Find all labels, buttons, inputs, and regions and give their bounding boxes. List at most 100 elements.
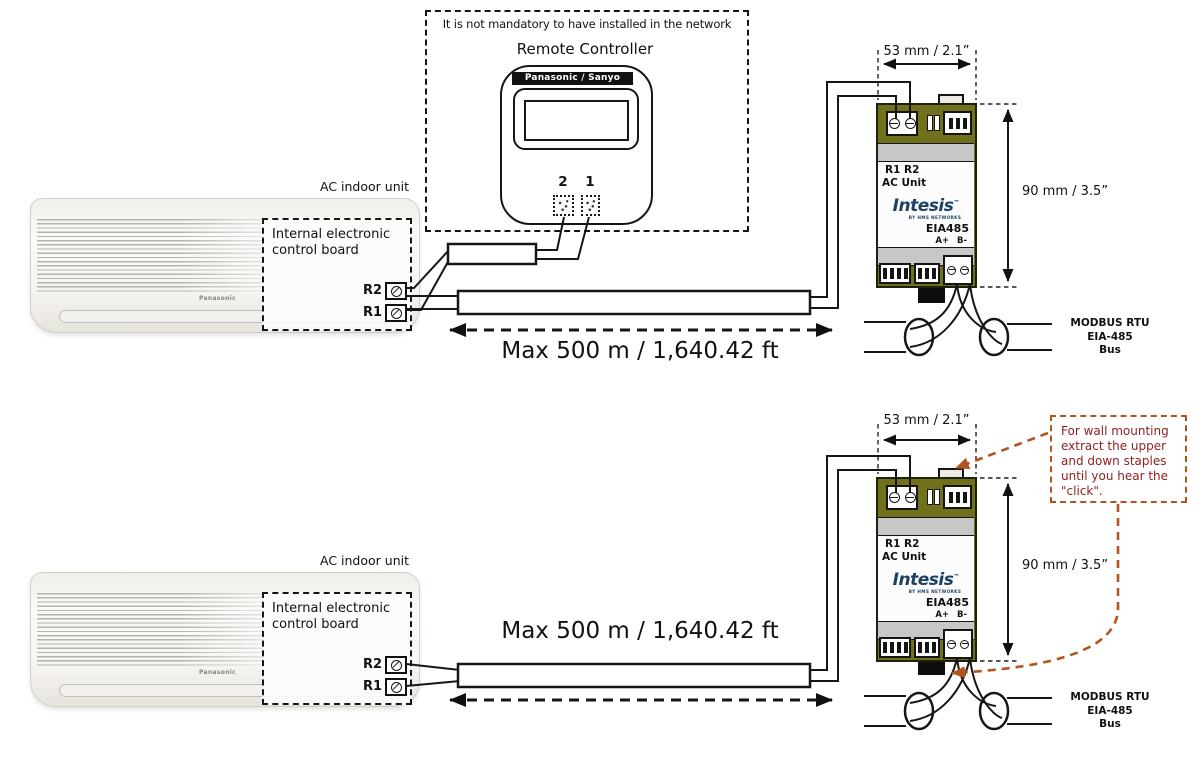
screw-terminal-icon bbox=[888, 118, 900, 129]
device-band bbox=[878, 143, 974, 162]
annotation-line: and down staples bbox=[1061, 453, 1167, 468]
internal-board-label: Internal electronic control board bbox=[272, 227, 391, 259]
connector-icon bbox=[879, 263, 911, 284]
bus-line2: EIA-485 bbox=[1087, 330, 1133, 343]
device-front-panel: R1 R2 AC Unit Intesis™ BY HMS NETWORKS E… bbox=[878, 162, 974, 248]
terminal-block-icon bbox=[943, 255, 973, 285]
ac-indoor-unit-label: AC indoor unit bbox=[320, 179, 409, 194]
connector-icon bbox=[943, 485, 972, 509]
r1-terminal bbox=[385, 304, 407, 322]
annotation-line: until you hear the bbox=[1061, 468, 1169, 483]
remote-controller-title: Remote Controller bbox=[516, 40, 654, 58]
device-pins-label: A+ B- bbox=[935, 236, 967, 246]
r2-terminal bbox=[385, 282, 407, 300]
device-front-panel: R1 R2 AC Unit Intesis™ BY HMS NETWORKS E… bbox=[878, 536, 974, 622]
device-port-label: EIA485 bbox=[925, 222, 969, 235]
ac-brand-label: Panasonic bbox=[199, 295, 236, 302]
screw-terminal-icon bbox=[904, 492, 916, 503]
lower-staple-icon bbox=[918, 287, 945, 303]
cable-sheath-icon bbox=[978, 317, 1010, 357]
terminal-block-icon bbox=[943, 629, 973, 659]
device-pins-label: A+ B- bbox=[935, 610, 967, 620]
r1-terminal-label: R1 bbox=[362, 679, 382, 694]
ac-indoor-unit-label: AC indoor unit bbox=[320, 553, 409, 568]
connector-icon bbox=[943, 111, 972, 135]
height-dimension-label: 90 mm / 3.5” bbox=[1022, 558, 1109, 573]
terminal-block-icon bbox=[886, 111, 918, 136]
logo-tm: ™ bbox=[953, 199, 960, 207]
remote-controller: Panasonic / Sanyo 2 1 bbox=[500, 65, 653, 225]
remote-screen-display bbox=[524, 100, 629, 141]
bus-line1: MODBUS RTU bbox=[1070, 691, 1150, 703]
bus-line3: Bus bbox=[1099, 344, 1121, 357]
modbus-bus-label: MODBUS RTU EIA-485 Bus bbox=[1058, 691, 1162, 732]
logo-tm: ™ bbox=[953, 573, 960, 581]
cable-sheath-icon bbox=[903, 691, 935, 731]
long-cable bbox=[456, 662, 812, 689]
logo-text: Intesis bbox=[892, 196, 954, 216]
r1-terminal bbox=[385, 678, 407, 696]
cable-sheath-icon bbox=[903, 317, 935, 357]
screw-terminal-icon bbox=[960, 265, 969, 275]
remote-cable bbox=[446, 242, 538, 266]
connector-icon bbox=[914, 263, 940, 284]
width-dimension-label: 53 mm / 2.1” bbox=[883, 413, 970, 428]
modbus-bus-label: MODBUS RTU EIA-485 Bus bbox=[1058, 317, 1162, 358]
screw-terminal-icon bbox=[960, 639, 969, 649]
bus-line1: MODBUS RTU bbox=[1070, 317, 1150, 329]
intesis-logo: Intesis™ BY HMS NETWORKS bbox=[878, 198, 974, 220]
connector-slot-icon bbox=[927, 115, 933, 131]
remote-screen bbox=[513, 88, 639, 150]
connector-slot-icon bbox=[934, 489, 940, 505]
device-unit-label: AC Unit bbox=[882, 177, 927, 189]
screw-icon bbox=[390, 681, 402, 693]
cable-sheath-icon bbox=[978, 691, 1010, 731]
terminal-2-label: 2 bbox=[558, 174, 568, 190]
device-terminals-label: R1 R2 bbox=[885, 538, 920, 550]
gateway-device: R1 R2 AC Unit Intesis™ BY HMS NETWORKS E… bbox=[876, 477, 977, 662]
max-distance-label: Max 500 m / 1,640.42 ft bbox=[501, 338, 779, 364]
height-dimension-label: 90 mm / 3.5” bbox=[1022, 184, 1109, 199]
r1-terminal-label: R1 bbox=[362, 305, 382, 320]
internal-board-label: Internal electronic control board bbox=[272, 601, 391, 633]
r2-terminal-label: R2 bbox=[362, 657, 382, 672]
device-unit-label: AC Unit bbox=[882, 551, 927, 563]
r2-terminal-label: R2 bbox=[362, 283, 382, 298]
upper-staple-pointer bbox=[955, 431, 1049, 470]
connector-slot-icon bbox=[934, 115, 940, 131]
terminal-block-icon bbox=[886, 485, 918, 510]
max-distance-label: Max 500 m / 1,640.42 ft bbox=[501, 618, 779, 644]
terminal-1-label: 1 bbox=[585, 174, 595, 190]
screw-terminal-icon bbox=[947, 639, 956, 649]
device-band bbox=[878, 517, 974, 536]
wall-mounting-annotation: For wall mounting extract the upper and … bbox=[1050, 415, 1187, 503]
device-port-label: EIA485 bbox=[925, 596, 969, 609]
internal-board-box: Internal electronic control board R2 R1 bbox=[262, 218, 412, 331]
connector-icon bbox=[879, 637, 911, 658]
annotation-line: "click". bbox=[1061, 483, 1103, 498]
r2-terminal bbox=[385, 656, 407, 674]
bus-line3: Bus bbox=[1099, 718, 1121, 731]
connector-pad-icon bbox=[581, 195, 600, 216]
screw-terminal-icon bbox=[947, 265, 956, 275]
bus-line2: EIA-485 bbox=[1087, 704, 1133, 717]
optional-note-text: It is not mandatory to have installed in… bbox=[442, 17, 732, 31]
screw-icon bbox=[390, 659, 402, 671]
connector-pad-icon bbox=[553, 195, 574, 216]
long-cable bbox=[456, 289, 812, 316]
internal-board-box: Internal electronic control board R2 R1 bbox=[262, 592, 412, 705]
connector-icon bbox=[914, 637, 940, 658]
annotation-line: For wall mounting bbox=[1061, 424, 1169, 438]
width-dimension-label: 53 mm / 2.1” bbox=[883, 44, 970, 59]
logo-text: Intesis bbox=[892, 570, 954, 590]
gateway-device: R1 R2 AC Unit Intesis™ BY HMS NETWORKS E… bbox=[876, 103, 977, 288]
connector-slot-icon bbox=[927, 489, 933, 505]
screw-icon bbox=[390, 307, 402, 319]
screw-icon bbox=[390, 285, 402, 297]
screw-terminal-icon bbox=[904, 118, 916, 129]
remote-brand-label: Panasonic / Sanyo bbox=[512, 72, 633, 85]
logo-subtext: BY HMS NETWORKS bbox=[908, 589, 962, 594]
ac-brand-label: Panasonic bbox=[199, 669, 236, 676]
intesis-logo: Intesis™ BY HMS NETWORKS bbox=[878, 572, 974, 594]
annotation-line: extract the upper bbox=[1061, 438, 1167, 453]
